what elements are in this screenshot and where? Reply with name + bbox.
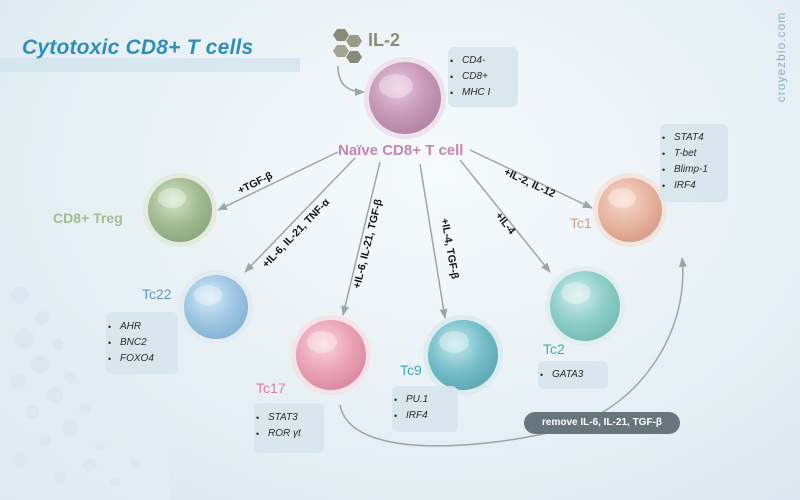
diagram-title: Cytotoxic CD8+ T cells [22, 36, 254, 59]
tc22-label: Tc22 [142, 286, 172, 302]
marker: CD4- [448, 53, 518, 69]
arrow-treg [217, 151, 339, 211]
arrow-tc2 [459, 159, 551, 273]
marker: Blimp-1 [660, 162, 728, 178]
marker: PU.1 [392, 392, 458, 408]
il2-molecule-icon [333, 29, 362, 63]
arrow-tc1 [469, 149, 593, 209]
marker: CD8+ [448, 69, 518, 85]
tc17-markers: STAT3 ROR γt [254, 410, 324, 442]
naive-markers: CD4- CD8+ MHC I [448, 53, 518, 101]
tc2-markers-box: GATA3 [538, 361, 608, 389]
remove-cytokines-badge: remove IL-6, IL-21, TGF-β [524, 412, 680, 434]
il2-binding-arrow [337, 65, 365, 96]
marker: ROR γt [254, 426, 324, 442]
tc9-markers-box: PU.1 IRF4 [392, 386, 458, 432]
marker: GATA3 [538, 367, 608, 383]
tc1-cell [593, 173, 667, 247]
marker: MHC I [448, 85, 518, 101]
marker: IRF4 [392, 408, 458, 424]
marker: AHR [106, 319, 178, 335]
tc1-markers: STAT4 T-bet Blimp-1 IRF4 [660, 130, 728, 194]
tc1-label: Tc1 [570, 215, 592, 231]
marker: STAT4 [660, 130, 728, 146]
title-band [0, 58, 300, 72]
tc2-markers: GATA3 [538, 367, 608, 383]
treg-label: CD8+ Treg [53, 210, 123, 226]
tc9-cell [423, 315, 503, 395]
tc1-markers-box: STAT4 T-bet Blimp-1 IRF4 [660, 124, 728, 202]
naive-markers-box: CD4- CD8+ MHC I [448, 47, 518, 107]
arrow-tc9 [419, 163, 448, 319]
marker: BNC2 [106, 335, 178, 351]
marker: T-bet [660, 146, 728, 162]
naive-cell-label: Naïve CD8+ T cell [338, 142, 464, 159]
tc17-markers-box: STAT3 ROR γt [254, 403, 324, 453]
tc9-label: Tc9 [400, 362, 422, 378]
arrow-tc22 [244, 157, 356, 273]
tc2-label: Tc2 [543, 341, 565, 357]
tc17-label: Tc17 [256, 380, 286, 396]
decorative-dots [10, 286, 140, 487]
brand-watermark: croyezbio.com [766, 10, 796, 120]
tc22-markers-box: AHR BNC2 FOXO4 [106, 312, 178, 374]
marker: STAT3 [254, 410, 324, 426]
naive-cell [364, 57, 446, 139]
tc9-markers: PU.1 IRF4 [392, 392, 458, 424]
tc22-cell [179, 270, 253, 344]
tc2-cell [545, 266, 625, 346]
treg-cell [143, 173, 217, 247]
tc22-markers: AHR BNC2 FOXO4 [106, 319, 178, 367]
marker: FOXO4 [106, 351, 178, 367]
il2-label: IL-2 [368, 30, 401, 50]
marker: IRF4 [660, 178, 728, 194]
brand-text: croyezbio.com [774, 11, 788, 103]
tc17-cell [291, 315, 371, 395]
arrow-tc17 [341, 161, 381, 316]
